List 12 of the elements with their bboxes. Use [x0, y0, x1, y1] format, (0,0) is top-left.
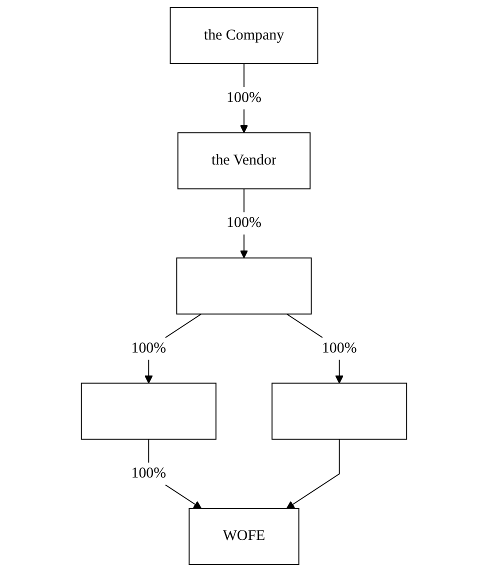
node-box: the Company	[169, 7, 318, 64]
node-box	[80, 382, 216, 440]
node-box: the Vendor	[176, 132, 310, 190]
arrow	[286, 438, 340, 509]
edge-label: 100%	[130, 465, 166, 482]
edge-label: 100%	[321, 340, 356, 356]
edge-label: 100%	[226, 90, 261, 106]
edge-label: 100%	[226, 214, 261, 231]
node-box	[176, 258, 312, 314]
edge-label: 100%	[130, 340, 166, 356]
node-box: WOFE	[188, 508, 299, 565]
node-box	[271, 382, 407, 440]
